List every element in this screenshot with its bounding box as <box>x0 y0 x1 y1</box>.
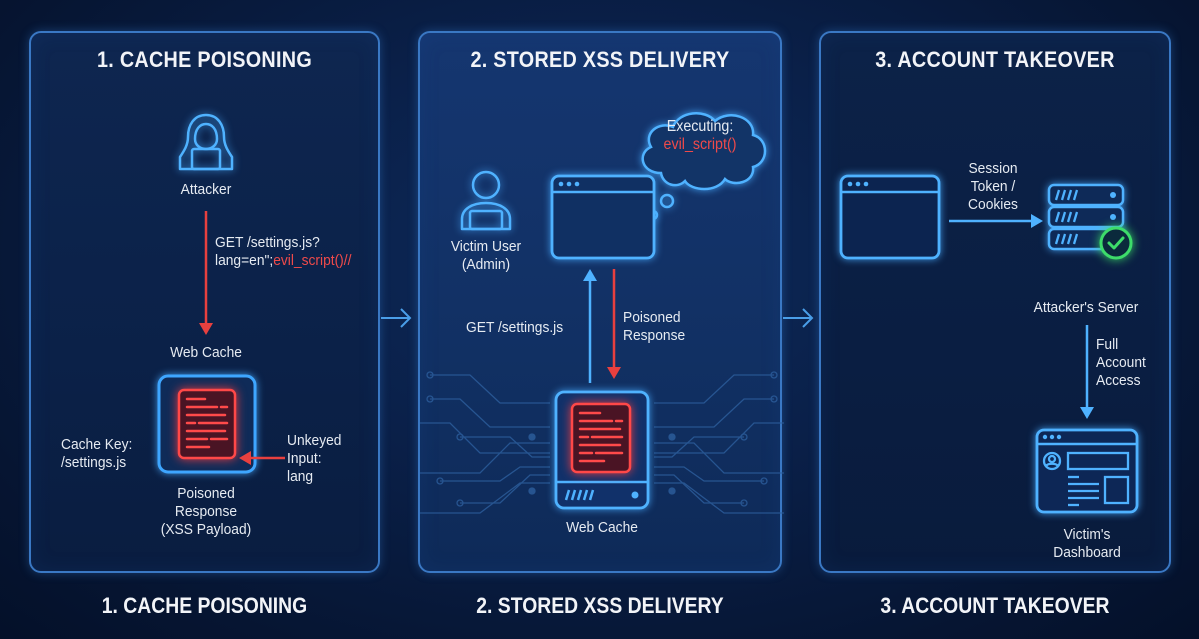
circuit-background <box>420 371 784 514</box>
check-circle-icon <box>1099 226 1133 260</box>
attack-request-arrow <box>199 211 213 335</box>
thought-text: Executing: evil_script() <box>649 118 750 154</box>
attacker-label: Attacker <box>180 181 232 198</box>
thought-line-2: evil_script() <box>663 136 737 153</box>
dashboard-line-2: Dashboard <box>1053 544 1121 561</box>
poisoned-response-label: Poisoned Response <box>623 309 715 345</box>
poisoned-line-2: Response <box>174 503 238 520</box>
access-line-3: Access <box>1096 372 1141 389</box>
attacker-server-label: Attacker's Server <box>1033 299 1139 316</box>
bottom-title-3: 3. ACCOUNT TAKEOVER <box>880 593 1110 618</box>
attack-request-label: GET /settings.js? lang=en";evil_script()… <box>215 234 381 270</box>
dashboard-line-1: Victim's <box>1063 526 1111 543</box>
full-access-label: Full Account Access <box>1096 336 1170 390</box>
poisoned-line-1: Poisoned <box>177 485 235 502</box>
step-arrow-2 <box>783 308 814 328</box>
panel-title: 3. ACCOUNT TAKEOVER <box>875 47 1115 72</box>
request-arrow <box>583 269 597 383</box>
exfil-line-2: Token / <box>970 178 1016 195</box>
hacker-icon <box>178 113 234 171</box>
response-line-1: Poisoned <box>623 309 681 326</box>
web-cache-label: Web Cache <box>170 344 242 361</box>
exfiltration-arrow <box>949 214 1043 228</box>
request-label: GET /settings.js <box>466 319 564 336</box>
request-line-1: GET /settings.js? <box>215 234 320 251</box>
account-access-arrow <box>1080 325 1094 419</box>
panel-title: 2. STORED XSS DELIVERY <box>470 47 730 72</box>
step-arrow-1 <box>381 308 412 328</box>
victim-line-2: (Admin) <box>461 256 511 273</box>
bottom-title-2: 2. STORED XSS DELIVERY <box>476 593 724 618</box>
panel-stored-xss-delivery: 2. STORED XSS DELIVERY Executing: evil_s… <box>418 31 784 573</box>
unkeyed-input-arrow <box>239 451 285 465</box>
bottom-title-1: 1. CACHE POISONING <box>101 593 308 618</box>
exfil-line-1: Session <box>968 160 1018 177</box>
unkeyed-line-3: lang <box>287 468 314 485</box>
unkeyed-line-2: Input: <box>287 450 322 467</box>
cache-key-label: Cache Key: /settings.js <box>61 436 153 472</box>
thought-bubble <box>641 112 767 221</box>
victim-user-icon <box>460 170 512 231</box>
victim-user-label: Victim User (Admin) <box>440 238 532 274</box>
victim-line-1: Victim User <box>450 238 522 255</box>
panel-cache-poisoning: 1. CACHE POISONING Attacker GET /setting… <box>29 31 380 573</box>
unkeyed-input-label: Unkeyed Input: lang <box>287 432 361 486</box>
browser-window-icon <box>550 174 656 260</box>
access-line-2: Account <box>1096 354 1146 371</box>
unkeyed-line-1: Unkeyed <box>287 432 342 449</box>
request-param: lang=en"; <box>215 252 274 269</box>
web-cache-label: Web Cache <box>566 519 638 536</box>
response-line-2: Response <box>623 327 686 344</box>
browser-window-icon <box>839 174 941 260</box>
poisoned-document-icon <box>570 402 632 474</box>
request-line-2: lang=en";evil_script()// <box>215 252 381 270</box>
session-token-label: Session Token / Cookies <box>947 160 1039 214</box>
cache-key-line-2: /settings.js <box>61 454 127 471</box>
victim-dashboard-label: Victim's Dashboard <box>1041 526 1133 562</box>
thought-line-1: Executing: <box>666 118 734 135</box>
panel-account-takeover: 3. ACCOUNT TAKEOVER Session Token / Cook… <box>819 31 1171 573</box>
panel-title: 1. CACHE POISONING <box>96 47 312 72</box>
poisoned-line-3: (XSS Payload) <box>160 521 252 538</box>
xss-payload: evil_script()// <box>273 252 352 269</box>
poisoned-response-label: Poisoned Response (XSS Payload) <box>146 485 266 539</box>
access-line-1: Full <box>1096 336 1119 353</box>
cache-key-line-1: Cache Key: <box>61 436 133 453</box>
exfil-line-3: Cookies <box>968 196 1018 213</box>
poisoned-document-icon <box>177 388 237 460</box>
response-arrow <box>607 269 621 379</box>
dashboard-icon <box>1035 428 1139 514</box>
